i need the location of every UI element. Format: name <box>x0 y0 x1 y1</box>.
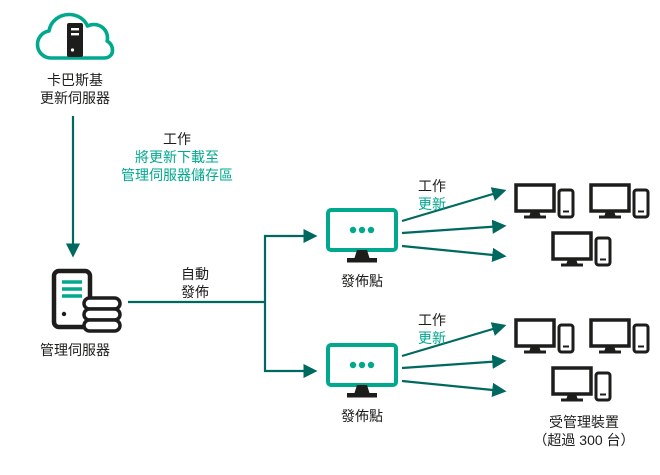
update-task-bottom-title: 工作 <box>418 312 446 328</box>
auto-distribution-line2: 發佈 <box>181 284 209 300</box>
arrow-branch-to-distribution-point-bottom <box>263 302 318 379</box>
administration-server-label: 管理伺服器 <box>15 341 135 359</box>
update-task-top-annotation: 工作 更新 <box>418 177 446 213</box>
managed-device-node <box>551 231 613 282</box>
managed-device-icon <box>514 183 575 219</box>
update-task-top-title: 工作 <box>418 178 446 194</box>
admin-server-icon <box>51 268 122 333</box>
managed-devices-label: 受管理裝置 （超過 300 台） <box>505 413 660 449</box>
distribution-point-bottom-node <box>326 343 398 406</box>
arrow-branch-to-distribution-point-top <box>263 228 318 302</box>
arrow-dp-bottom-to-device-1 <box>401 322 507 358</box>
download-task-annotation: 工作 將更新下載至 管理伺服器儲存區 <box>94 130 260 184</box>
download-task-line2: 管理伺服器儲存區 <box>121 167 233 183</box>
auto-distribution-line1: 自動 <box>181 266 209 282</box>
distribution-point-icon <box>326 208 398 263</box>
kaspersky-label-line2: 更新伺服器 <box>40 90 110 106</box>
kaspersky-label-line1: 卡巴斯基 <box>47 72 103 88</box>
auto-distribution-annotation: 自動 發佈 <box>160 265 230 301</box>
distribution-point-icon <box>326 343 398 398</box>
arrow-dp-top-to-device-3 <box>401 244 507 263</box>
managed-device-icon <box>551 231 612 267</box>
download-task-title: 工作 <box>163 131 191 147</box>
arrow-dp-bottom-to-device-2 <box>401 354 507 370</box>
distribution-point-top-label: 發佈點 <box>320 272 404 290</box>
managed-device-node <box>551 366 613 417</box>
distribution-point-bottom-label-text: 發佈點 <box>341 408 383 424</box>
managed-device-node <box>514 183 576 234</box>
arrow-dp-top-to-device-1 <box>401 187 507 223</box>
distribution-point-bottom-label: 發佈點 <box>320 407 404 425</box>
update-task-bottom-annotation: 工作 更新 <box>418 311 446 347</box>
managed-device-node <box>589 318 651 369</box>
managed-devices-label-line1: 受管理裝置 <box>549 414 619 430</box>
distribution-point-top-node <box>326 208 398 271</box>
managed-device-node <box>514 318 576 369</box>
arrow-dp-top-to-device-2 <box>401 219 507 235</box>
kaspersky-update-servers-label: 卡巴斯基 更新伺服器 <box>15 71 135 107</box>
managed-device-icon <box>551 366 612 402</box>
distribution-point-top-label-text: 發佈點 <box>341 273 383 289</box>
update-task-bottom-line1: 更新 <box>418 330 446 346</box>
managed-device-icon <box>514 318 575 354</box>
managed-device-icon <box>589 183 650 219</box>
managed-devices-label-line2: （超過 300 台） <box>533 432 635 448</box>
administration-server-node <box>40 268 126 339</box>
cloud-server-icon <box>35 12 115 60</box>
admin-server-label-text: 管理伺服器 <box>40 342 110 358</box>
arrow-dp-bottom-to-device-3 <box>401 379 507 398</box>
download-task-line1: 將更新下載至 <box>135 149 219 165</box>
kaspersky-update-servers-node <box>34 6 116 73</box>
managed-device-icon <box>589 318 650 354</box>
managed-device-node <box>589 183 651 234</box>
update-task-top-line1: 更新 <box>418 196 446 212</box>
